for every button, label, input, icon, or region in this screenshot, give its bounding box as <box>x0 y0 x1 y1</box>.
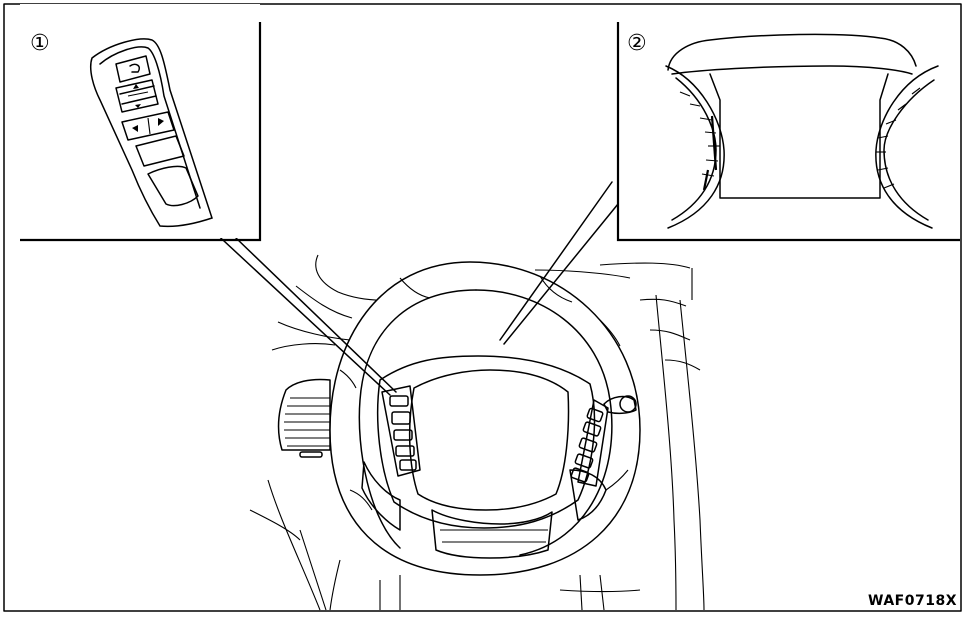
left-steering-switches <box>381 385 421 477</box>
up-down-scroll-icon <box>115 79 159 113</box>
inset-switch-detail <box>4 4 262 242</box>
switch-button-bottom <box>147 165 199 207</box>
right-steering-switches <box>570 399 609 487</box>
figure-code: WAF0718X <box>868 593 957 609</box>
air-vent <box>277 378 331 458</box>
callout-2: ② <box>627 31 647 56</box>
return-arrow-icon <box>115 55 151 83</box>
figure-border <box>3 3 962 612</box>
left-right-arrow-icon <box>121 111 175 141</box>
dashboard-drawing <box>249 254 705 611</box>
inset-meter-detail <box>616 8 960 242</box>
switch-button-lower <box>135 135 185 167</box>
callout-1: ① <box>30 31 50 56</box>
leader-lines <box>209 181 619 396</box>
steering-wheel-hub <box>361 355 637 559</box>
